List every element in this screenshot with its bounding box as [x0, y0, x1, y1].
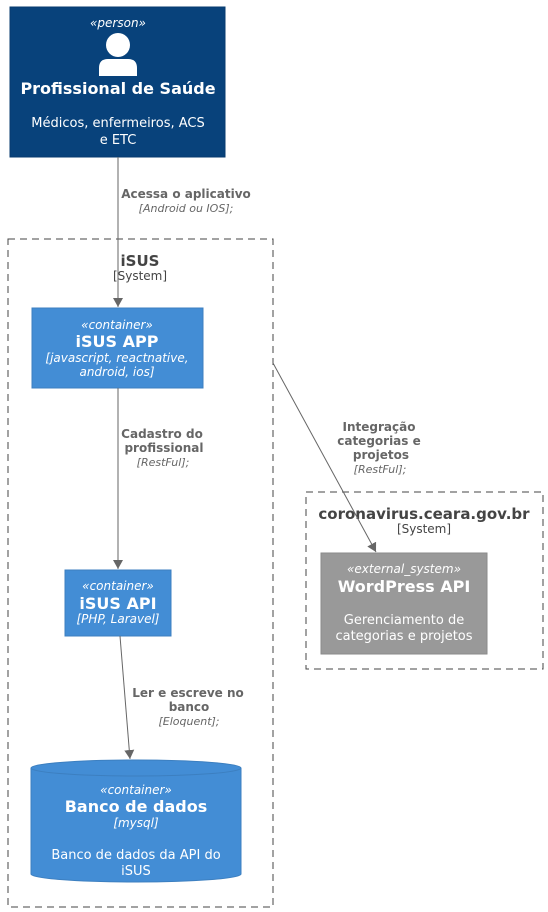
relation-label: Ler e escreve no: [132, 686, 244, 700]
relation-app-to-api[interactable]: Cadastro do profissional [RestFul];: [113, 388, 204, 569]
boundary-coronavirus-type: [System]: [397, 522, 451, 536]
api-technology: [PHP, Laravel]: [77, 612, 160, 626]
api-title: iSUS API: [79, 594, 156, 613]
relation-label: Acessa o aplicativo: [121, 187, 251, 201]
wordpress-stereotype: «external_system»: [347, 562, 461, 576]
external-system-wordpress-api[interactable]: «external_system» WordPress API Gerencia…: [320, 552, 488, 655]
relation-api-to-db[interactable]: Ler e escreve no banco [Eloquent];: [119, 635, 244, 760]
boundary-isus-name: iSUS: [121, 252, 160, 270]
api-stereotype: «container»: [82, 579, 154, 593]
relation-label: categorias e: [337, 434, 421, 448]
db-technology: [mysql]: [113, 816, 159, 830]
person-description-line: Médicos, enfermeiros, ACS: [31, 116, 204, 131]
relation-technology: [RestFul];: [137, 456, 190, 469]
boundary-isus-type: [System]: [113, 269, 167, 283]
container-isus-app[interactable]: «container» iSUS APP [javascript, reactn…: [31, 307, 204, 389]
person-description-line: e ETC: [100, 133, 137, 148]
db-title: Banco de dados: [65, 797, 208, 816]
relation-technology: [Android ou IOS];: [139, 202, 234, 215]
relation-label: Integração: [343, 420, 416, 434]
relation-label: Cadastro do: [121, 427, 203, 441]
relation-technology: [RestFul];: [354, 463, 407, 476]
boundary-isus: iSUS [System]: [7, 238, 274, 908]
app-technology: android, ios]: [79, 365, 154, 379]
relation-person-to-app[interactable]: Acessa o aplicativo [Android ou IOS];: [113, 157, 251, 307]
db-description-line: iSUS: [121, 864, 151, 879]
app-stereotype: «container»: [81, 318, 153, 332]
person-stereotype: «person»: [90, 16, 146, 30]
container-isus-api[interactable]: «container» iSUS API [PHP, Laravel]: [64, 569, 172, 637]
container-banco-de-dados[interactable]: «container» Banco de dados [mysql] Banco…: [30, 759, 242, 883]
db-stereotype: «container»: [100, 783, 172, 797]
wordpress-description-line: categorias e projetos: [335, 629, 472, 644]
app-title: iSUS APP: [76, 332, 159, 351]
person-profissional-de-saude[interactable]: «person» Profissional de Saúde Médicos, …: [9, 6, 226, 158]
wordpress-description-line: Gerenciamento de: [344, 613, 464, 628]
wordpress-title: WordPress API: [338, 577, 471, 596]
relation-app-to-wordpress[interactable]: Integração categorias e projetos [RestFu…: [272, 362, 421, 553]
person-icon: [99, 33, 137, 76]
boundary-coronavirus-name: coronavirus.ceara.gov.br: [318, 505, 530, 523]
person-title: Profissional de Saúde: [20, 79, 215, 98]
boundary-coronavirus: coronavirus.ceara.gov.br [System]: [305, 491, 544, 670]
db-description-line: Banco de dados da API do: [51, 848, 220, 863]
relation-technology: [Eloquent];: [158, 715, 219, 728]
relation-label: profissional: [124, 441, 203, 455]
relation-label: banco: [169, 700, 210, 714]
app-technology: [javascript, reactnative,: [45, 351, 188, 365]
relation-label: projetos: [353, 448, 409, 462]
